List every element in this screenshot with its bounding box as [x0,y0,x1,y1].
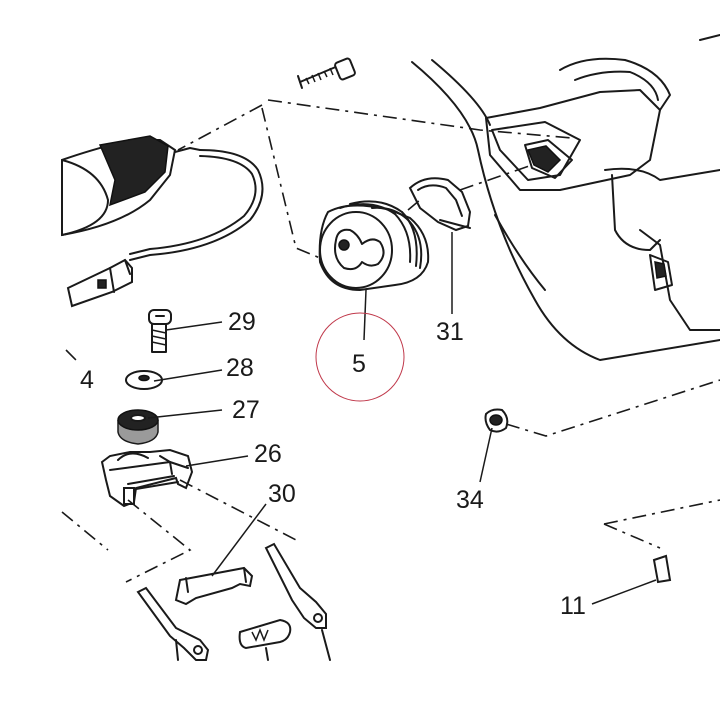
grommet [318,200,430,292]
screw-29 [148,309,172,353]
part-label-31: 31 [436,318,464,346]
part-label-4: 4 [80,366,94,394]
part-label-27: 27 [232,396,260,424]
part-label-30: 30 [268,480,296,508]
nut-34 [484,408,509,433]
mount-bracket-left [136,586,210,661]
highlight-circle [315,312,405,402]
bracket-26 [100,448,194,508]
clamp-30 [174,566,254,606]
part-label-28: 28 [226,354,254,382]
part-11-piece [652,554,672,584]
part-label-5: 5 [352,350,366,378]
assembly-lines [61,99,720,583]
bulb [238,618,292,661]
mount-bracket-right [264,542,331,661]
leader-lines [147,232,657,605]
clip-ring [408,177,472,232]
indicator-lamp [61,135,264,308]
part-label-34: 34 [456,486,484,514]
fairing-body [411,34,720,361]
top-bolt [297,57,356,89]
part-label-11: 11 [560,592,586,620]
rubber-grommet-27 [117,409,159,445]
part-label-29: 29 [228,308,256,336]
part-label-26: 26 [254,440,282,468]
